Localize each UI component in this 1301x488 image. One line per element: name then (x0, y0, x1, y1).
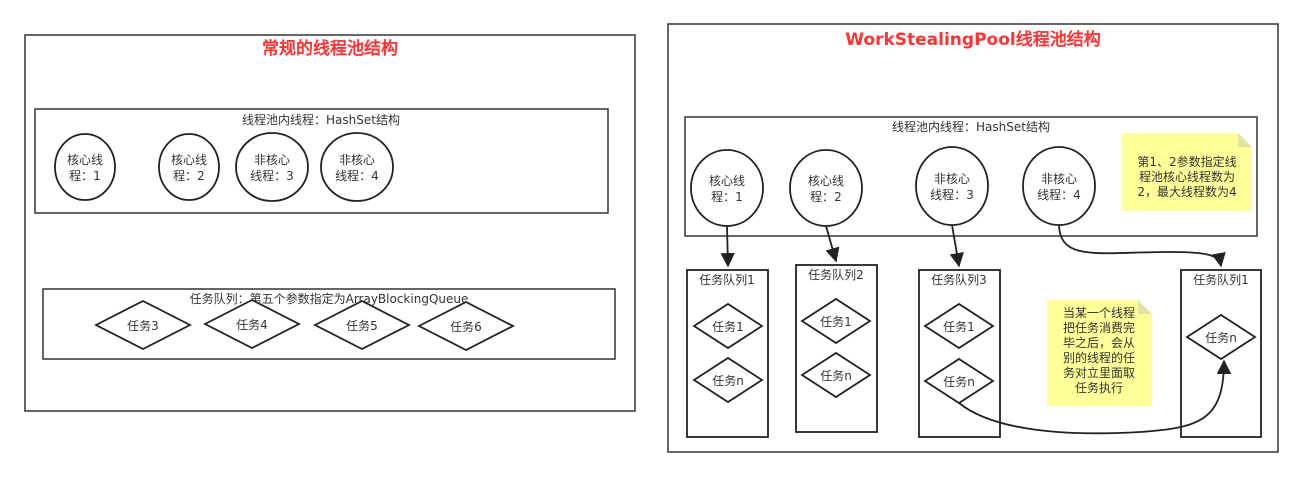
queue-label: 任务队列1 (699, 272, 755, 287)
right-queue-4: 任务队列1 任务n (1180, 269, 1262, 438)
note-line: 别的线程的任 (1063, 350, 1135, 365)
task-diamond (313, 299, 411, 351)
note-line: 任务执行 (1075, 380, 1123, 395)
arrow-thread2-queue2 (825, 225, 840, 263)
task-diamond (203, 298, 301, 350)
task-diamond (94, 299, 192, 351)
task-label: 任务5 (346, 318, 378, 333)
thread-circle (789, 149, 863, 227)
note-paper (1047, 300, 1152, 406)
thread-label-line1: 核心线 (709, 174, 745, 188)
left-thread-2: 核心线 程：2 (158, 133, 220, 201)
left-queue-label: 任务队列：第五个参数指定为ArrayBlockingQueue (190, 291, 469, 306)
note-paper (1121, 133, 1252, 211)
task-diamond (417, 300, 515, 352)
queue-box (795, 264, 878, 433)
arrow-thread4-queue4 (1058, 224, 1226, 268)
task-diamond (923, 357, 995, 405)
task-label: 任务1 (943, 319, 975, 334)
left-thread-1: 核心线 程：1 (54, 133, 116, 201)
note-work-stealing: 当某一个线程 把任务消费完 毕之后，会从 别的线程的任 务对立里面取 任务执行 (1047, 300, 1152, 406)
left-task-4: 任务6 (417, 300, 515, 352)
left-task-2: 任务4 (203, 298, 301, 350)
task-label: 任务1 (820, 314, 852, 329)
task-label: 任务3 (127, 318, 159, 333)
task-diamond (692, 302, 764, 350)
note-line: 务对立里面取 (1063, 365, 1135, 380)
right-queue-3: 任务队列3 任务1 任务n (918, 269, 1001, 438)
note-line: 把任务消费完 (1063, 320, 1135, 335)
note-line: 程池核心线程数为 (1139, 169, 1235, 184)
thread-label-line2: 线程：4 (335, 168, 379, 183)
left-pool-label: 线程池内线程：HashSet结构 (242, 112, 400, 127)
task-label: 任务n (712, 373, 744, 388)
thread-label-line2: 线程：4 (1037, 187, 1081, 202)
task-diamond (692, 356, 764, 404)
thread-label-line1: 核心线 (67, 153, 103, 167)
thread-circle (690, 149, 764, 227)
right-thread-4: 非核心 线程：4 (1022, 146, 1096, 226)
thread-circle (158, 133, 220, 201)
task-label: 任务1 (712, 319, 744, 334)
note-line: 毕之后，会从 (1063, 336, 1135, 350)
task-label: 任务4 (236, 317, 268, 332)
task-label: 任务6 (450, 319, 482, 334)
thread-circle (1022, 146, 1096, 226)
note-core-max-threads: 第1、2参数指定线 程池核心线程数为 2，最大线程数为4 (1121, 133, 1252, 211)
thread-label-line2: 程：2 (173, 168, 205, 183)
right-panel: WorkStealingPool线程池结构 线程池内线程：HashSet结构 第… (667, 23, 1279, 453)
task-label: 任务n (1205, 330, 1237, 345)
left-title: 常规的线程池结构 (262, 38, 398, 59)
right-thread-2: 核心线 程：2 (789, 149, 863, 227)
thread-circle (915, 146, 989, 226)
thread-label-line1: 非核心 (339, 153, 375, 167)
thread-label-line2: 程：1 (711, 189, 743, 204)
arrows (720, 224, 1232, 435)
task-diamond (923, 302, 995, 350)
thread-label-line1: 非核心 (254, 153, 290, 167)
queue-label: 任务队列2 (808, 267, 864, 282)
left-panel: 常规的线程池结构 线程池内线程：HashSet结构 核心线 程：1 核心线 程：… (24, 34, 636, 412)
thread-label-line1: 非核心 (934, 172, 970, 186)
queue-label: 任务队列1 (1193, 272, 1249, 287)
task-label: 任务n (943, 374, 975, 389)
note-line: 第1、2参数指定线 (1137, 154, 1236, 169)
left-task-3: 任务5 (313, 299, 411, 351)
left-task-1: 任务3 (94, 299, 192, 351)
thread-circle (320, 132, 394, 202)
thread-label-line2: 线程：3 (250, 168, 294, 183)
thread-circle (54, 133, 116, 201)
note-line: 2，最大线程数为4 (1137, 184, 1236, 199)
task-label: 任务n (820, 368, 852, 383)
task-diamond (1185, 313, 1257, 361)
queue-label: 任务队列3 (931, 272, 987, 287)
note-fold (1238, 133, 1252, 147)
right-title: WorkStealingPool线程池结构 (845, 29, 1100, 50)
arrow-thread1-queue1 (720, 225, 735, 268)
left-thread-4: 非核心 线程：4 (320, 132, 394, 202)
queue-box (918, 269, 1001, 438)
thread-label-line2: 线程：3 (930, 187, 974, 202)
thread-circle (235, 132, 309, 202)
right-queue-2: 任务队列2 任务1 任务n (795, 264, 878, 433)
task-diamond (800, 351, 872, 399)
right-queue-1: 任务队列1 任务1 任务n (686, 269, 769, 438)
task-diamond (800, 297, 872, 345)
left-thread-3: 非核心 线程：3 (235, 132, 309, 202)
thread-label-line2: 程：1 (69, 168, 101, 183)
arrow-steal-task (958, 359, 1232, 435)
thread-label-line1: 核心线 (171, 153, 207, 167)
right-thread-1: 核心线 程：1 (690, 149, 764, 227)
thread-label-line1: 非核心 (1041, 172, 1077, 186)
thread-label-line1: 核心线 (808, 174, 844, 188)
thread-label-line2: 程：2 (810, 189, 842, 204)
note-line: 当某一个线程 (1063, 305, 1135, 320)
right-pool-label: 线程池内线程：HashSet结构 (892, 119, 1050, 134)
queue-box (686, 269, 769, 438)
right-thread-3: 非核心 线程：3 (915, 146, 989, 226)
note-fold (1138, 300, 1152, 314)
arrow-thread3-queue3 (949, 224, 964, 268)
